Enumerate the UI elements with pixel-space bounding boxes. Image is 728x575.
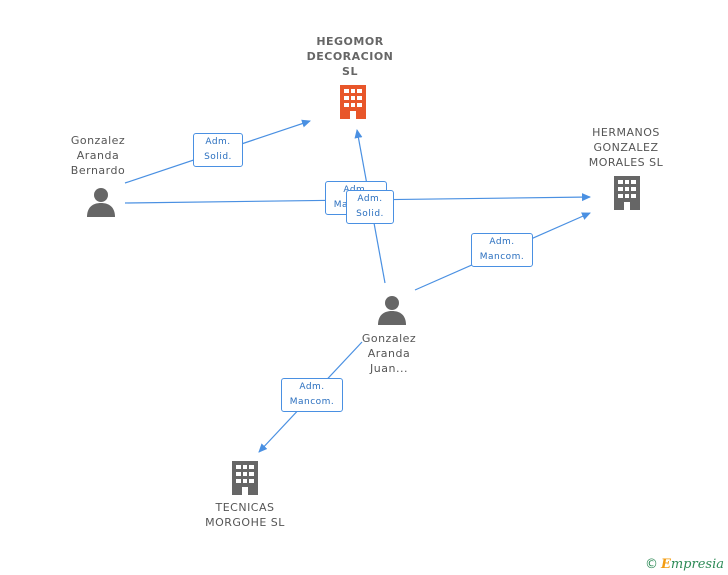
edge-label-juan-hermanos[interactable]: Adm. Mancom. bbox=[471, 233, 533, 267]
node-label-tecnicas[interactable]: TECNICAS MORGOHE SL bbox=[205, 501, 285, 529]
edge-label-type: Mancom. bbox=[289, 397, 335, 407]
edge-label-type: Solid. bbox=[356, 209, 384, 219]
edge-label-role: Adm. bbox=[489, 237, 515, 247]
edge-label-juan-hegomor[interactable]: Adm. Solid. bbox=[346, 190, 394, 224]
node-label-hegomor[interactable]: HEGOMOR DECORACION SL bbox=[306, 35, 394, 78]
building-icon[interactable] bbox=[338, 85, 368, 119]
node-label-bernardo[interactable]: Gonzalez Aranda Bernardo bbox=[70, 134, 126, 177]
edge-label-type: Mancom. bbox=[479, 252, 525, 262]
edge-label-role: Adm. bbox=[299, 382, 325, 392]
person-icon[interactable] bbox=[86, 187, 116, 217]
building-icon[interactable] bbox=[612, 176, 642, 210]
building-icon[interactable] bbox=[230, 461, 260, 495]
node-label-hermanos[interactable]: HERMANOS GONZALEZ MORALES SL bbox=[588, 126, 664, 169]
edge-label-role: Adm. bbox=[205, 137, 231, 147]
edge-label-type: Solid. bbox=[204, 152, 232, 162]
person-icon[interactable] bbox=[377, 295, 407, 325]
copyright-symbol: © bbox=[644, 557, 658, 572]
empresia-logo[interactable]: ©Empresia bbox=[645, 557, 724, 572]
edge-label-juan-tecnicas[interactable]: Adm. Mancom. bbox=[281, 378, 343, 412]
edge-label-role: Adm. bbox=[357, 194, 383, 204]
node-label-juan[interactable]: Gonzalez Aranda Juan... bbox=[361, 332, 417, 375]
brand-initial: E bbox=[660, 557, 671, 572]
brand-name: mpresia bbox=[670, 557, 724, 572]
edge-label-bernardo-hegomor[interactable]: Adm. Solid. bbox=[193, 133, 243, 167]
